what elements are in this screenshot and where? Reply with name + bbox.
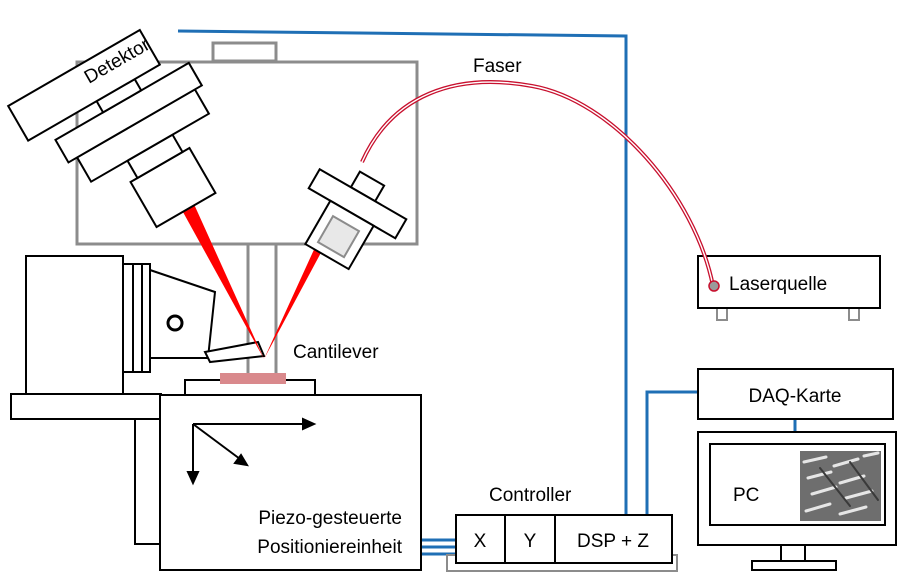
base-plate <box>10 393 162 420</box>
controller-y-label: Y <box>524 531 537 552</box>
fiber <box>360 80 715 287</box>
pc-stand-neck <box>780 544 806 562</box>
detector <box>6 28 217 229</box>
afm-scan-image-icon <box>800 451 881 521</box>
detector-cable <box>177 29 628 515</box>
fiber-label: Faser <box>473 56 522 77</box>
scanner-assembly <box>10 255 266 545</box>
incident-beam <box>264 243 324 359</box>
daq-card-label: DAQ-Karte <box>749 386 842 407</box>
sample <box>220 373 286 384</box>
laser-source-box <box>697 255 881 309</box>
piezo-stage <box>159 373 422 571</box>
laser-emitter <box>303 167 408 271</box>
signal-cables <box>177 29 797 556</box>
piezo-label-line1: Piezo-gesteuerte <box>258 508 402 529</box>
housing-top-tab <box>211 41 278 63</box>
controller <box>446 514 678 572</box>
pc-stand-foot <box>751 560 837 571</box>
controller-label: Controller <box>489 485 572 506</box>
pc-monitor <box>697 431 897 571</box>
piezo-label-line2: Positioniereinheit <box>257 537 402 558</box>
scanner-head <box>149 268 217 359</box>
detector-box <box>6 28 162 143</box>
axis-arrows <box>186 417 317 486</box>
support-post <box>25 255 124 395</box>
fiber-inner <box>361 81 714 287</box>
daq-controller-cable <box>645 390 698 515</box>
support-flange <box>122 263 151 373</box>
scanner-screw-icon <box>166 314 184 332</box>
laser-source <box>697 255 881 321</box>
daq-card-box <box>697 368 894 420</box>
cantilever-label: Cantilever <box>293 342 379 363</box>
fiber-coupling-dot <box>708 280 720 292</box>
controller-dsp-z-label: DSP + Z <box>577 531 649 552</box>
controller-x-label: X <box>474 531 487 552</box>
controller-box <box>455 514 673 564</box>
pc-label: PC <box>733 485 759 506</box>
laser-source-label: Laserquelle <box>729 274 827 295</box>
cantilever-holder <box>203 340 266 364</box>
stage-spacer <box>134 418 162 545</box>
